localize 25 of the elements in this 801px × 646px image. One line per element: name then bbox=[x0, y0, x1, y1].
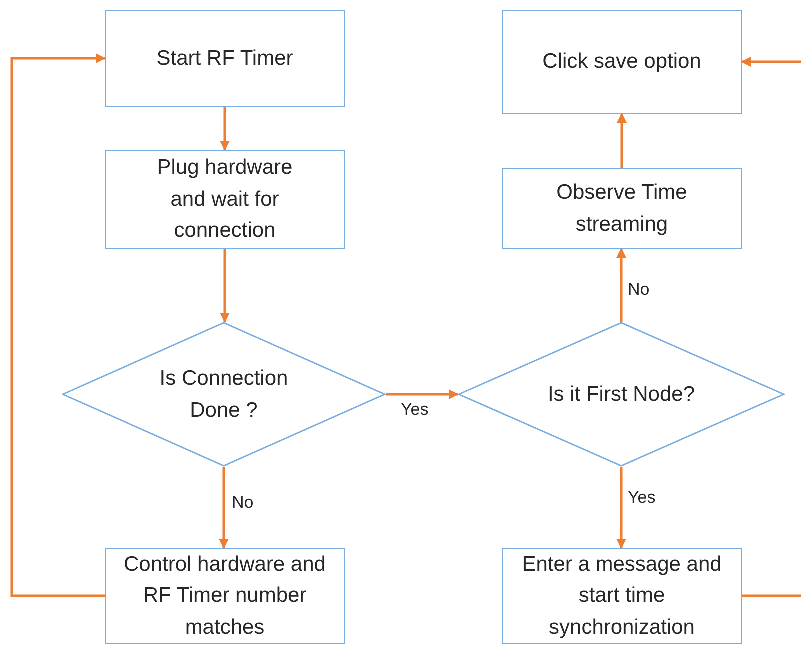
arrow bbox=[10, 54, 106, 598]
process-box bbox=[105, 150, 345, 249]
decision-diamond bbox=[458, 322, 785, 467]
arrow bbox=[741, 57, 801, 67]
node-text: Plug hardware and wait for connection bbox=[156, 155, 294, 244]
node-text: Observe Time streaming bbox=[556, 180, 688, 238]
arrow bbox=[386, 390, 459, 400]
process-box bbox=[105, 10, 345, 107]
arrow bbox=[219, 467, 229, 549]
arrow bbox=[220, 107, 230, 151]
node-text: Control hardware and RF Timer number matches bbox=[123, 552, 327, 641]
node-text: Enter a message and start time synchronization bbox=[522, 552, 722, 641]
arrow bbox=[617, 113, 627, 168]
node-text: Is it First Node? bbox=[546, 382, 696, 408]
arrow bbox=[616, 467, 626, 549]
node-text: Is Connection Done ? bbox=[159, 366, 289, 424]
process-box bbox=[105, 548, 345, 644]
decision-diamond bbox=[62, 322, 386, 467]
node-text: Start RF Timer bbox=[156, 46, 294, 72]
node-text: Click save option bbox=[542, 49, 702, 76]
process-box bbox=[502, 548, 742, 644]
arrow bbox=[616, 248, 626, 322]
process-box bbox=[502, 10, 742, 114]
arrow bbox=[220, 249, 230, 323]
process-box bbox=[502, 168, 742, 249]
